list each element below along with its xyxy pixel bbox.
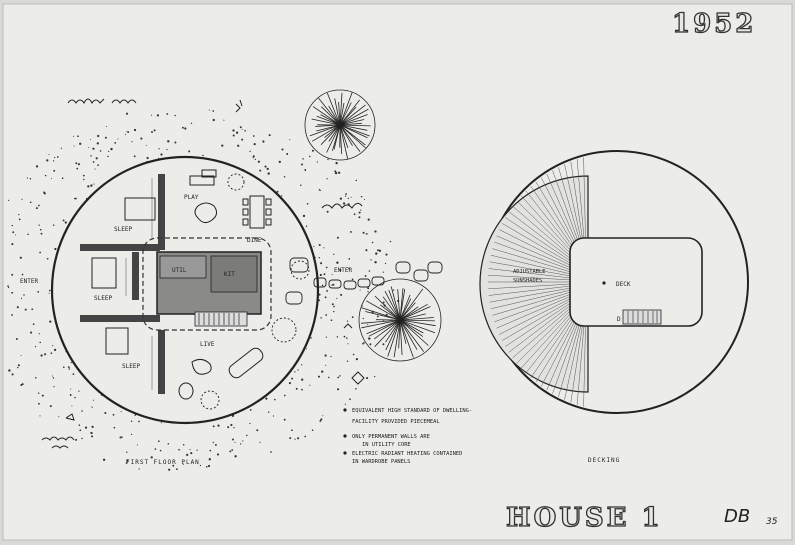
bedroom-walls: [80, 174, 165, 394]
label-deck: DECK: [616, 281, 631, 288]
label-enter-left: ENTER: [20, 278, 38, 285]
note-2-line-2: IN UTILITY CORE: [362, 442, 411, 448]
living-furniture: [178, 347, 264, 400]
beds: [91, 197, 156, 355]
decking-caption: DECKING: [588, 457, 620, 464]
shrub-symbols: [200, 173, 310, 410]
design-notes: EQUIVALENT HIGH STANDARD OF DWELLING- FA…: [343, 408, 472, 465]
wardrobe-panels: [125, 178, 153, 390]
tree-symbol: [358, 278, 442, 362]
label-dine: DINE: [247, 237, 262, 244]
label-sunshades-line-2: SUNSHADES: [513, 278, 542, 284]
note-2-line-1: ONLY PERMANENT WALLS ARE: [352, 434, 430, 440]
deck-stair: [622, 309, 662, 325]
label-sunshades-line-1: ADJUSTABLE: [513, 269, 545, 275]
circulation-dashed-outline: [142, 237, 272, 331]
deck-stair-treads: [627, 311, 658, 323]
drawing-title: HOUSE 1: [506, 503, 663, 533]
deck-center-mark: [602, 281, 606, 285]
tree-symbol: [304, 89, 376, 161]
label-kit: KIT: [224, 271, 235, 278]
note-1-line-1: EQUIVALENT HIGH STANDARD OF DWELLING-: [352, 408, 472, 414]
decking-plan: ADJUSTABLE SUNSHADES DECK D DECKING: [479, 150, 749, 464]
deck-platform: [569, 237, 703, 327]
dining-table: [242, 195, 272, 229]
label-live: LIVE: [200, 341, 215, 348]
first-floor-plan: SLEEP SLEEP SLEEP PLAY DINE LIVE UTIL KI…: [7, 109, 443, 471]
note-3-line-2: IN WARDROBE PANELS: [352, 459, 410, 465]
stepping-stones: [285, 257, 443, 305]
label-enter-right: ENTER: [334, 267, 352, 274]
label-play: PLAY: [184, 194, 199, 201]
note-3-line-1: ELECTRIC RADIANT HEATING CONTAINED: [352, 451, 462, 457]
note-1-line-2: FACILITY PROVIDED PIECEMEAL: [352, 419, 440, 425]
label-sleep-mid: SLEEP: [94, 295, 112, 302]
sheet-number: 35: [766, 517, 778, 527]
drafter-initials: DB: [724, 506, 750, 527]
label-stair: D: [617, 316, 621, 323]
label-util: UTIL: [172, 267, 187, 274]
label-sleep-bottom: SLEEP: [122, 363, 140, 370]
label-sleep-top: SLEEP: [114, 226, 132, 233]
play-furniture: [189, 169, 218, 224]
vegetation-scribbles: [41, 98, 365, 449]
room-labels: SLEEP SLEEP SLEEP PLAY DINE LIVE UTIL KI…: [20, 194, 352, 370]
utility-core: [156, 251, 262, 327]
year-stamp: 1952: [672, 9, 756, 39]
first-floor-plan-caption: FIRST FLOOR PLAN: [126, 459, 200, 466]
